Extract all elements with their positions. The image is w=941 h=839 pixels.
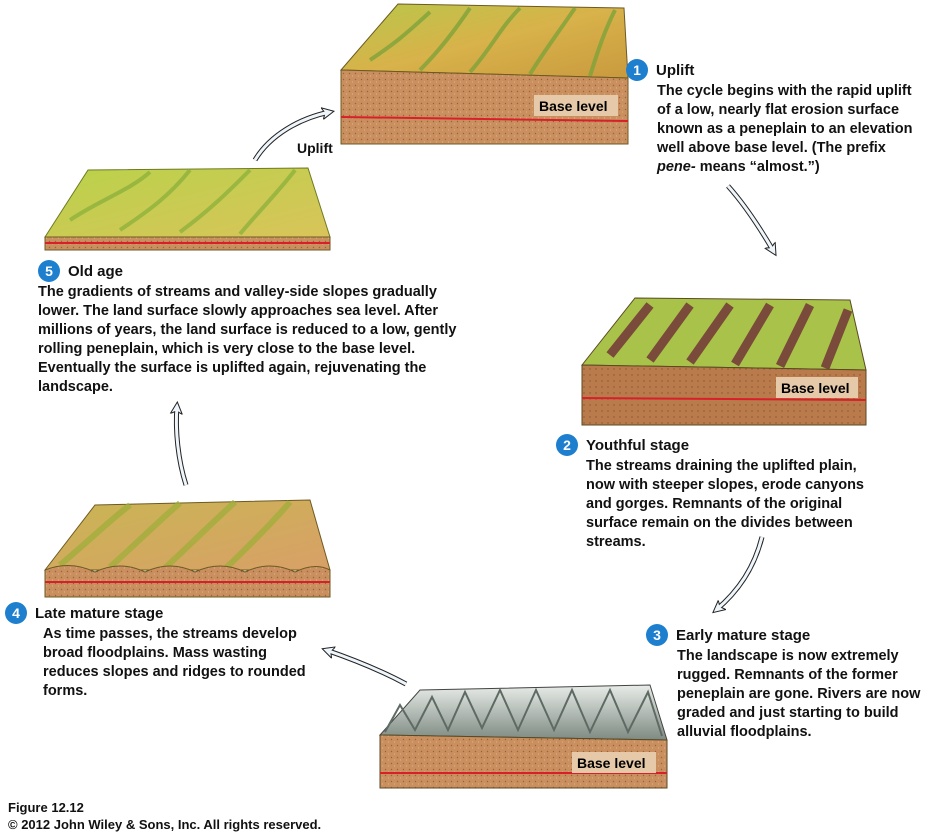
uplift-arrow-label: Uplift: [297, 140, 333, 156]
stage-5-description: The gradients of streams and valley-side…: [38, 284, 457, 395]
arrow-uplift-inner: [253, 110, 331, 161]
stage-5-text: 5 Old age The gradients of streams and v…: [38, 260, 478, 397]
base-level-label-1: Base level: [539, 98, 608, 114]
stage-1-title: Uplift: [656, 61, 695, 79]
stage-2-title: Youthful stage: [586, 436, 690, 454]
stage-3-badge: 3: [646, 624, 668, 646]
stage-4-badge: 4: [5, 602, 27, 624]
block-late-mature: [43, 499, 331, 598]
stage-5-title: Old age: [68, 262, 124, 280]
block-uplift: [339, 3, 629, 145]
block-youthful: [580, 297, 867, 426]
stage-2-description: The streams draining the uplifted plain,…: [586, 458, 864, 550]
stage-2-badge: 2: [556, 434, 578, 456]
arrow-3-to-4-inner: [325, 648, 407, 686]
block-old-age: [44, 167, 331, 251]
stage-1-badge: 1: [626, 59, 648, 81]
stage-5-badge: 5: [38, 260, 60, 282]
arrow-4-to-5-inner: [174, 405, 188, 486]
arrow-2-to-3-inner: [715, 536, 764, 612]
stage-1-text: 1 Uplift The cycle begins with the rapid…: [626, 59, 938, 177]
stage-3-title: Early mature stage: [676, 626, 811, 644]
stage-3-description: The landscape is now extremely rugged. R…: [677, 648, 921, 740]
arrow-1-to-2-inner: [726, 184, 776, 253]
copyright-notice: © 2012 John Wiley & Sons, Inc. All right…: [8, 817, 322, 832]
base-level-label-2: Base level: [781, 380, 850, 396]
stage-4-text: 4 Late mature stage As time passes, the …: [5, 602, 325, 701]
stage-3-text: 3 Early mature stage The landscape is no…: [646, 624, 936, 742]
figure-caption: Figure 12.12 © 2012 John Wiley & Sons, I…: [8, 799, 321, 833]
figure-number: Figure 12.12: [8, 800, 84, 815]
block-early-mature: [378, 684, 668, 789]
stage-4-description: As time passes, the streams develop broa…: [43, 626, 306, 699]
stage-4-title: Late mature stage: [35, 604, 164, 622]
base-level-label-3: Base level: [577, 755, 646, 771]
stage-2-text: 2 Youthful stage The streams draining th…: [556, 434, 896, 552]
